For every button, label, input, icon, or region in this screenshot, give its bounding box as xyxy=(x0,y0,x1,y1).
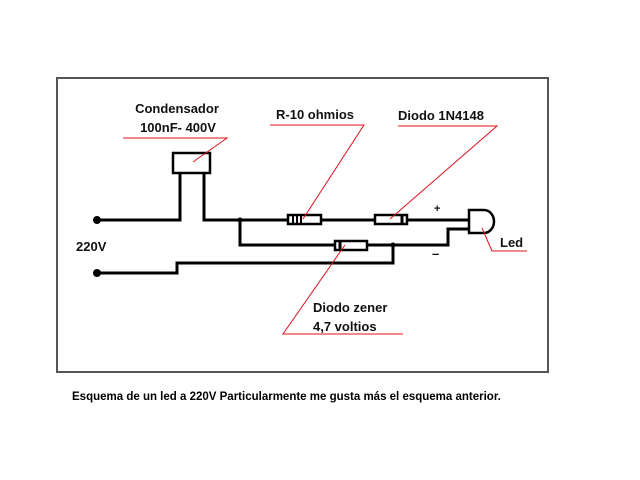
diode-label: Diodo 1N4148 xyxy=(398,108,484,123)
resistor xyxy=(286,213,323,226)
leader-lines xyxy=(123,124,527,335)
plus-sign: + xyxy=(434,203,440,215)
capacitor xyxy=(171,151,212,175)
terminal-top xyxy=(93,216,101,224)
capacitor-label: Condensador xyxy=(135,101,219,116)
junction-dot xyxy=(390,242,396,248)
capacitor-value: 100nF- 400V xyxy=(140,120,216,135)
resistor-label: R-10 ohmios xyxy=(276,107,354,122)
junction-dot xyxy=(237,217,243,223)
led xyxy=(467,208,496,235)
terminal-bottom xyxy=(93,269,101,277)
caption: Esquema de un led a 220V Particularmente… xyxy=(72,391,501,403)
minus-sign: – xyxy=(432,246,439,261)
voltage-label: 220V xyxy=(76,239,107,254)
led-label: Led xyxy=(500,235,523,250)
zener-diode xyxy=(333,239,369,252)
zener-label: Diodo zener xyxy=(313,300,387,315)
zener-value: 4,7 voltios xyxy=(313,319,377,334)
diode-1n4148 xyxy=(373,213,409,226)
